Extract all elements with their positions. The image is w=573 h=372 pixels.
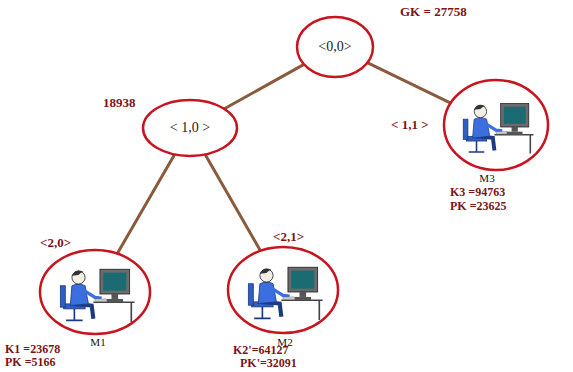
tree-branch <box>368 63 449 102</box>
node-ellipse <box>225 244 341 336</box>
node-outline <box>444 80 548 170</box>
node-outline <box>228 247 338 333</box>
tree-branch <box>225 65 303 108</box>
key-value: K2'=64127 <box>233 344 289 357</box>
key-value: PK =5166 <box>5 356 56 369</box>
leaf-node: < 1,1 > M3 K3 =94763PK =23625 <box>391 77 551 213</box>
node-label: < 1,0 > <box>170 120 210 135</box>
computer-user <box>463 104 533 154</box>
key-value: K1 =23678 <box>5 343 60 356</box>
node-ellipse <box>37 247 153 337</box>
node-label: <2,0> <box>40 236 71 250</box>
node-label: < 1,1 > <box>391 118 429 132</box>
key-value: K3 =94763 <box>450 186 505 199</box>
node-outline <box>143 100 237 156</box>
root-node: <0,0> <box>294 14 376 80</box>
machine-name: M1 <box>90 336 105 348</box>
node-outline <box>40 250 150 334</box>
tree-branch <box>206 155 260 249</box>
node-label: <0,0> <box>318 39 351 54</box>
node-label: <2,1> <box>273 230 304 244</box>
leaf-node: <2,0> M1 K1 =23678PK =5166 <box>5 236 153 369</box>
computer-user <box>248 267 322 320</box>
key-value: PK =23625 <box>450 200 507 213</box>
node-ellipse <box>441 77 551 173</box>
computer-user <box>60 269 134 322</box>
leaf-node: <2,1>M2K2'=64127PK'=32091 <box>225 230 341 370</box>
tree-branch <box>118 155 174 252</box>
key-value: PK'=32091 <box>240 357 297 370</box>
machine-name: M3 <box>479 172 494 184</box>
node-outline <box>297 17 373 77</box>
tree-node: < 1,0 > <box>140 97 240 159</box>
group-key: GK = 27758 <box>400 5 467 19</box>
edge-value: 18938 <box>103 96 136 110</box>
